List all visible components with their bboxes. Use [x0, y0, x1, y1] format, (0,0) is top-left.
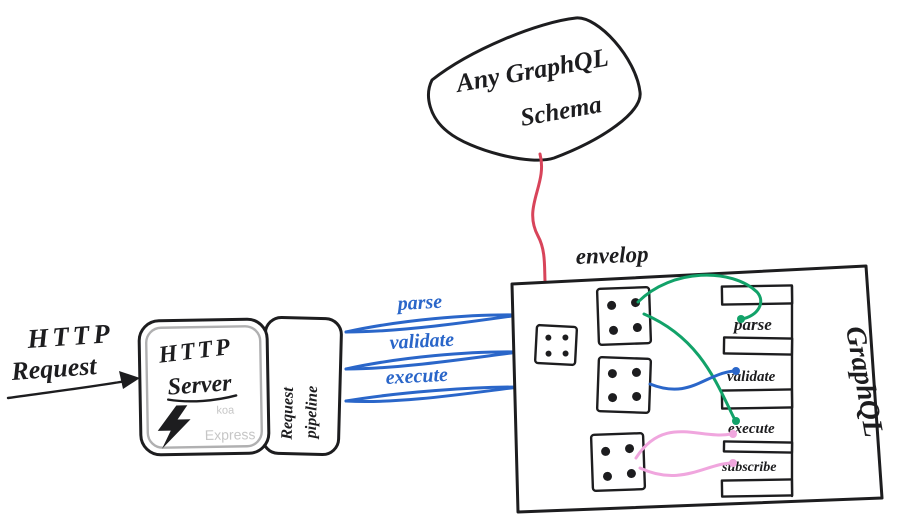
- socket-bottom: [589, 432, 647, 492]
- wire-pink-subscribe: [638, 461, 733, 477]
- envelop-box: [510, 264, 884, 514]
- call-execute: execute: [344, 364, 526, 403]
- socket-pin: [602, 471, 612, 481]
- socket-pin: [625, 444, 635, 454]
- wire-blue-validate: [648, 369, 736, 391]
- socket-pin: [607, 369, 617, 379]
- socket-small-shape: [533, 323, 579, 367]
- http-request-line1: HTTP: [25, 318, 114, 354]
- http-server-box: HTTP Server koa Express: [137, 317, 271, 457]
- lightning-icon: [157, 405, 191, 449]
- plugin-wires: [634, 273, 763, 477]
- call-execute-line-a: [344, 385, 521, 403]
- socket-middle-shape: [595, 356, 653, 414]
- request-arrow-line: [6, 379, 128, 400]
- socket-pin: [608, 393, 618, 403]
- wire-green-execute: [642, 312, 737, 422]
- socket-pin: [562, 350, 569, 357]
- call-parse: parse: [344, 291, 526, 334]
- wire-green-parse: [636, 273, 763, 321]
- schema-cloud-shape: [427, 16, 642, 162]
- socket-pin: [601, 446, 611, 456]
- server-underline: [167, 394, 238, 403]
- wire-blue-validate-end: [732, 367, 740, 375]
- http-request: HTTP Request: [6, 318, 140, 400]
- socket-bottom-shape: [589, 432, 647, 492]
- comb-tooth-1: [720, 284, 794, 306]
- express-label: Express: [205, 426, 256, 443]
- wire-pink-execute-end: [729, 430, 737, 438]
- server-line2: Server: [167, 370, 233, 400]
- pipeline-word1: Request: [279, 386, 297, 440]
- socket-small: [533, 323, 579, 367]
- comb-tooth-4: [722, 440, 794, 454]
- socket-pin: [626, 469, 636, 479]
- socket-pin: [607, 300, 617, 310]
- pipeline-word2: pipeline: [303, 386, 321, 441]
- socket-pin: [545, 350, 552, 357]
- hook-comb: parse validate execute subscribe: [720, 284, 794, 498]
- comb-tooth-3: [720, 388, 794, 410]
- call-parse-line-a: [344, 313, 521, 334]
- request-pipeline-box: Request pipeline: [261, 315, 343, 457]
- wire-pink-subscribe-end: [729, 459, 737, 467]
- call-validate: validate: [344, 329, 526, 371]
- socket-pin: [632, 391, 642, 401]
- socket-middle: [595, 356, 653, 414]
- slot-execute-label: execute: [728, 421, 775, 437]
- call-parse-line-b: [344, 313, 521, 334]
- call-validate-label: validate: [389, 329, 455, 354]
- call-parse-label: parse: [395, 291, 443, 315]
- call-execute-label: execute: [385, 364, 448, 389]
- wire-green-parse-end: [737, 315, 745, 323]
- request-arrow-head: [119, 371, 140, 389]
- envelop-label: envelop: [575, 241, 649, 269]
- socket-pin: [632, 323, 642, 333]
- call-validate-line-a: [344, 350, 521, 371]
- call-execute-line-b: [344, 385, 521, 403]
- socket-pin: [545, 334, 552, 341]
- socket-pin: [608, 325, 618, 335]
- wire-green-execute-end: [732, 417, 740, 425]
- koa-label: koa: [216, 404, 235, 416]
- socket-pin: [562, 334, 569, 341]
- comb-tooth-5: [720, 478, 794, 498]
- socket-pin: [631, 367, 641, 377]
- wire-pink-execute: [634, 430, 733, 460]
- http-request-line2: Request: [9, 351, 98, 386]
- server-shape-inner: [145, 325, 263, 449]
- call-validate-line-b: [344, 350, 521, 371]
- comb-tooth-2: [722, 336, 794, 356]
- schema-cloud: Any GraphQL Schema: [427, 16, 642, 162]
